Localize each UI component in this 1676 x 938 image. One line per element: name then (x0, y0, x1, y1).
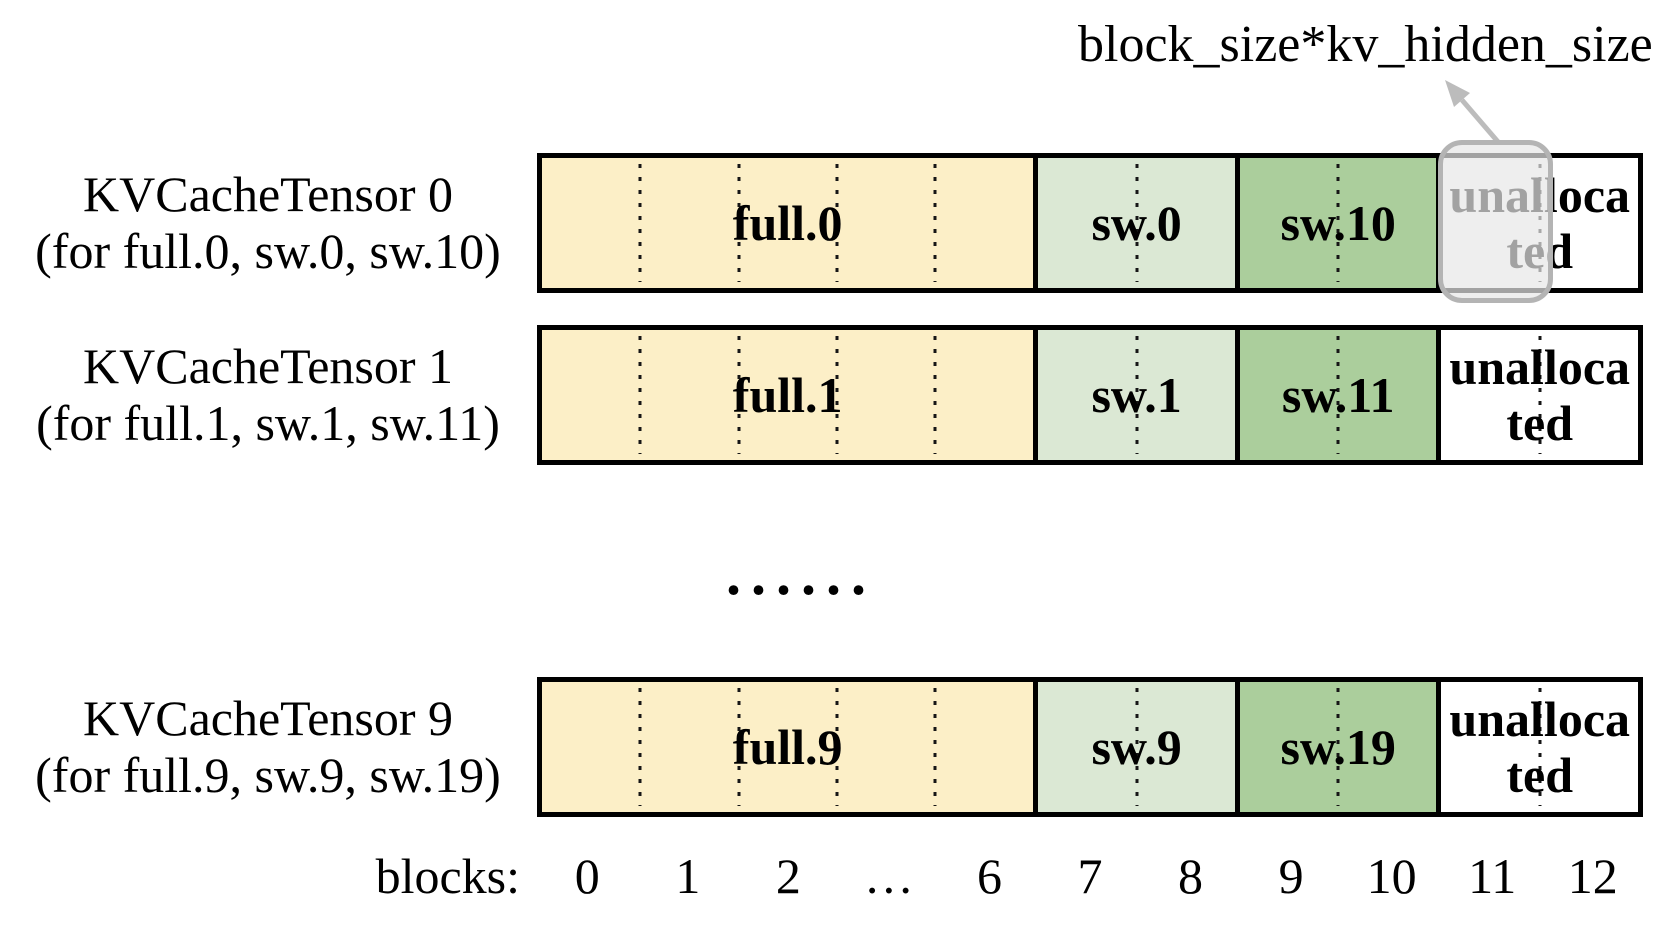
segment-sliding-window: sw.0 (1038, 158, 1240, 288)
segment-label: full.1 (732, 367, 843, 423)
segment-full: full.9 (542, 682, 1039, 812)
block-index-tick: 2 (775, 848, 801, 904)
block-divider (1336, 336, 1340, 454)
block-index-tick: 7 (1077, 848, 1103, 904)
tensor-label: KVCacheTensor 1(for full.1, sw.1, sw.11) (4, 338, 532, 452)
block-divider (933, 164, 937, 282)
block-index-tick: 8 (1178, 848, 1204, 904)
block-divider (638, 336, 642, 454)
kv-cache-bar: full.0sw.0sw.10unallocated (537, 140, 1643, 303)
segment-sliding-window-hi: sw.10 (1239, 158, 1442, 288)
highlighted-block-outline (1438, 140, 1553, 303)
block-divider (1135, 164, 1139, 282)
block-divider (737, 688, 741, 806)
block-index-tick: 12 (1567, 848, 1618, 904)
block-size-annotation: block_size*kv_hidden_size (1078, 16, 1653, 73)
tensor-label: KVCacheTensor 9(for full.9, sw.9, sw.19) (4, 690, 532, 804)
segment-label: sw.1 (1091, 367, 1182, 423)
segment-label: unallocated (1449, 691, 1631, 803)
segment-label: sw.11 (1281, 367, 1395, 423)
segment-full: full.1 (542, 330, 1039, 460)
segment-sliding-window: sw.1 (1038, 330, 1240, 460)
block-divider (1538, 336, 1542, 454)
segment-sliding-window-hi: sw.19 (1239, 682, 1442, 812)
block-divider (1336, 164, 1340, 282)
tensor-subtitle: (for full.9, sw.9, sw.19) (35, 747, 501, 803)
block-index-tick: 6 (976, 848, 1002, 904)
block-divider (737, 164, 741, 282)
segment-sliding-window-hi: sw.11 (1239, 330, 1442, 460)
block-divider (933, 336, 937, 454)
tensor-title: KVCacheTensor 9 (83, 690, 453, 746)
segment-label: unallocated (1449, 339, 1631, 451)
segment-label: sw.10 (1280, 195, 1396, 251)
tensor-row-1: KVCacheTensor 1(for full.1, sw.1, sw.11)… (0, 325, 1676, 465)
kv-cache-bar: full.9 sw.9 sw.19 unallocated (537, 677, 1643, 817)
block-index-tick: 10 (1366, 848, 1417, 904)
block-index-tick: 0 (574, 848, 600, 904)
segment-label: sw.0 (1091, 195, 1182, 251)
block-index-tick: 9 (1278, 848, 1304, 904)
block-divider (933, 688, 937, 806)
kv-cache-bar: full.1 sw.1 sw.11 unallocated (537, 325, 1643, 465)
block-divider (1135, 688, 1139, 806)
block-divider (737, 336, 741, 454)
tensor-row-2: KVCacheTensor 9(for full.9, sw.9, sw.19)… (0, 677, 1676, 817)
segment-label: sw.19 (1280, 719, 1396, 775)
block-divider (1538, 688, 1542, 806)
segment-label: full.9 (732, 719, 843, 775)
tensor-row-0: KVCacheTensor 0(for full.0, sw.0, sw.10)… (0, 140, 1676, 303)
tensor-title: KVCacheTensor 1 (83, 338, 453, 394)
block-divider (638, 164, 642, 282)
tensor-subtitle: (for full.1, sw.1, sw.11) (36, 395, 500, 451)
block-divider (835, 164, 839, 282)
block-divider (1135, 336, 1139, 454)
block-divider (835, 336, 839, 454)
segment-full: full.0 (542, 158, 1039, 288)
segment-unallocated: unallocated (1441, 682, 1638, 812)
block-divider (638, 688, 642, 806)
more-tensors-ellipsis: ...... (726, 541, 876, 607)
tensor-subtitle: (for full.0, sw.0, sw.10) (35, 223, 501, 279)
block-index-tick: 11 (1468, 848, 1517, 904)
segment-label: full.0 (732, 195, 843, 251)
block-index-tick: … (863, 848, 914, 904)
tensor-label: KVCacheTensor 0(for full.0, sw.0, sw.10) (4, 166, 532, 280)
segment-label: sw.9 (1091, 719, 1182, 775)
block-index-tick: 1 (675, 848, 701, 904)
tensor-title: KVCacheTensor 0 (83, 166, 453, 222)
segment-sliding-window: sw.9 (1038, 682, 1240, 812)
segment-unallocated: unallocated (1441, 330, 1638, 460)
block-divider (835, 688, 839, 806)
block-divider (1336, 688, 1340, 806)
blocks-axis-label: blocks: (375, 848, 520, 904)
